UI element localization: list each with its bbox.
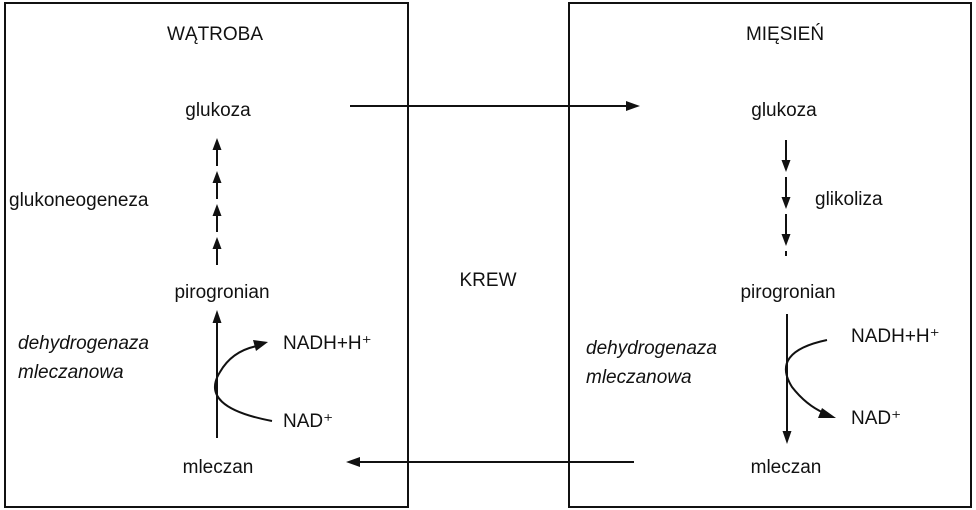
- muscle-glucose-label: glukoza: [751, 100, 817, 121]
- muscle-lactate-label: mleczan: [751, 457, 822, 478]
- glycolysis-arrow: [781, 140, 791, 256]
- liver-enzyme-line1: dehydrogenaza: [18, 333, 149, 354]
- muscle-pyruvate-label: pirogronian: [740, 282, 835, 303]
- liver-ldh-arrow: [212, 310, 222, 438]
- liver-title: WĄTROBA: [167, 24, 263, 45]
- liver-nadh-label: NADH+H⁺: [283, 333, 372, 354]
- liver-enzyme-line2: mleczanowa: [18, 362, 124, 383]
- liver-process-label: glukoneogeneza: [9, 190, 149, 211]
- muscle-enzyme-line1: dehydrogenaza: [586, 338, 717, 359]
- muscle-enzyme-line2: mleczanowa: [586, 367, 692, 388]
- liver-nad-label: NAD⁺: [283, 411, 333, 432]
- liver-box: [4, 2, 409, 508]
- liver-cofactor-curve: [214, 340, 273, 422]
- muscle-box: [568, 2, 972, 508]
- liver-pyruvate-label: pirogronian: [174, 282, 269, 303]
- liver-lactate-label: mleczan: [183, 457, 254, 478]
- muscle-nadh-label: NADH+H⁺: [851, 326, 940, 347]
- gluconeogenesis-arrow: [212, 138, 222, 265]
- blood-section: KREW: [346, 101, 640, 467]
- liver-glucose-label: glukoza: [185, 100, 251, 121]
- glucose-transport-arrow: [350, 101, 640, 111]
- muscle-panel: MIĘSIEŃ glukoza glikoliza pirogronian de…: [568, 2, 972, 508]
- muscle-cofactor-curve: [784, 339, 836, 418]
- lactate-transport-arrow: [346, 457, 634, 467]
- liver-panel: WĄTROBA glukoza glukoneogeneza pirogroni…: [4, 2, 409, 508]
- muscle-nad-label: NAD⁺: [851, 408, 901, 429]
- muscle-process-label: glikoliza: [815, 189, 883, 210]
- blood-label: KREW: [460, 270, 517, 291]
- muscle-title: MIĘSIEŃ: [746, 24, 824, 45]
